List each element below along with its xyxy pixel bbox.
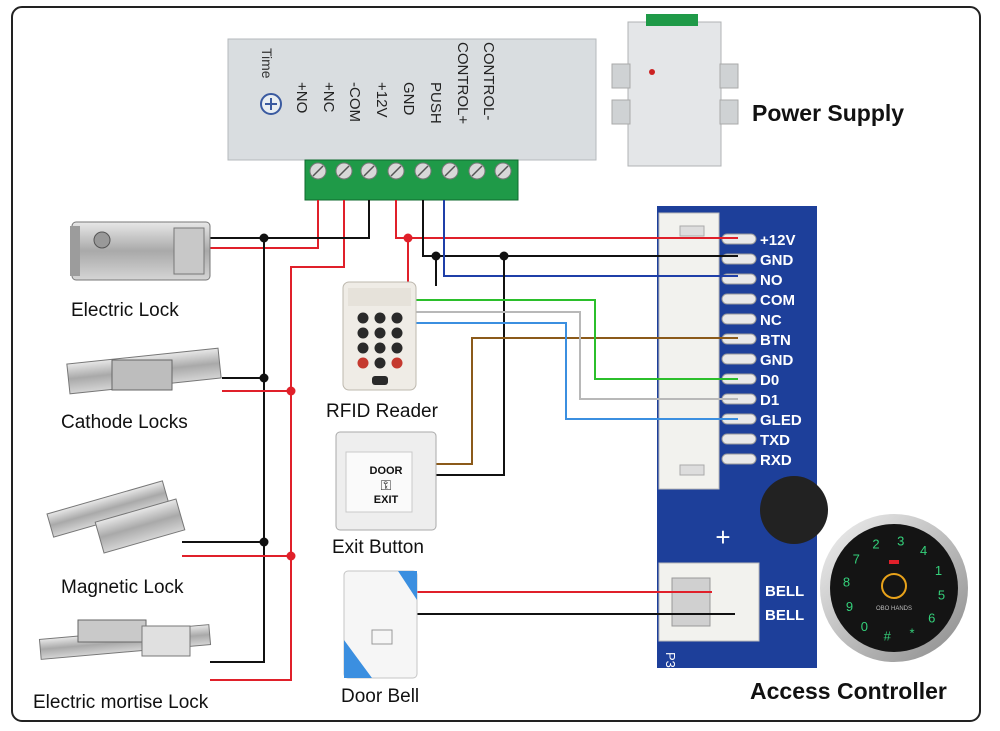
label-mortise-lock: Electric mortise Lock — [33, 692, 209, 713]
bell-pin-label-1: BELL — [765, 583, 804, 600]
wire-no-red — [210, 200, 319, 249]
label-electric-lock: Electric Lock — [71, 300, 179, 321]
label-door-bell: Door Bell — [341, 686, 419, 707]
magnetic-lock-image — [46, 480, 186, 554]
controller-pin-label: NC — [760, 312, 782, 329]
wire-com-black — [180, 200, 370, 239]
wire-push-blue — [443, 200, 738, 277]
rfid-key-icon — [391, 342, 403, 354]
pin-connector — [658, 212, 720, 490]
rfid-key-icon — [374, 312, 386, 324]
rfid-key-icon — [391, 312, 403, 324]
terminal-label: PUSH — [427, 82, 444, 124]
wire-exit-gnd — [436, 256, 505, 476]
key-icon: ⚿ — [381, 478, 392, 494]
wire-exit-brown — [436, 337, 738, 465]
controller-pin — [721, 293, 757, 305]
keypad-key: * — [909, 626, 914, 641]
keypad-key: 3 — [897, 534, 904, 549]
controller-pin-label: GND — [760, 352, 794, 369]
keypad-brand: OBO HANDS — [876, 606, 912, 612]
wire-d1-gray — [416, 311, 738, 400]
controller-pin — [721, 313, 757, 325]
keypad-key: 2 — [872, 537, 879, 552]
keypad-key: 1 — [935, 563, 942, 578]
wire-gnd-black — [422, 200, 738, 257]
keypad-key: 0 — [861, 619, 868, 634]
power-supply-photo — [611, 14, 739, 167]
bell-pin-label-2: BELL — [765, 607, 804, 624]
controller-pin — [721, 433, 757, 445]
rfid-bell-key-icon — [372, 376, 388, 385]
keypad-key: # — [884, 629, 892, 644]
rfid-key-icon — [374, 342, 386, 354]
keypad-key: 8 — [843, 574, 850, 589]
controller-pin-label: GND — [760, 252, 794, 269]
label-magnetic-lock: Magnetic Lock — [61, 577, 184, 598]
rfid-key-icon — [357, 342, 369, 354]
power-supply-side-text: Time — [259, 48, 275, 79]
terminal-label: CONTROL- — [480, 42, 497, 120]
controller-pin — [721, 353, 757, 365]
mortise-lock-image — [38, 619, 212, 660]
wire-junctions — [259, 233, 509, 561]
terminal-label: +NC — [320, 82, 337, 113]
controller-pin-label: NO — [760, 272, 783, 289]
wire-nc-red — [210, 200, 345, 681]
access-keypad: OBO HANDS — [820, 514, 968, 662]
rfid-key-icon — [374, 327, 386, 339]
controller-pin-label: D1 — [760, 392, 779, 409]
terminal-label: -COM — [346, 82, 363, 122]
wire-d0-green — [416, 299, 738, 380]
label-cathode-locks: Cathode Locks — [61, 412, 188, 433]
keypad-key: 6 — [928, 611, 935, 626]
electric-lock-image — [70, 221, 211, 281]
rfid-key-icon — [357, 312, 369, 324]
rfid-key-icon — [391, 357, 403, 369]
connector-label: P3 — [663, 652, 678, 668]
rfid-key-icon — [391, 327, 403, 339]
rfid-key-icon — [374, 357, 386, 369]
controller-pin-label: COM — [760, 292, 795, 309]
keypad-key: 5 — [938, 588, 945, 603]
controller-pin-label: BTN — [760, 332, 791, 349]
buzzer-icon — [760, 476, 828, 544]
wire-gled-blue — [416, 322, 738, 420]
rfid-key-icon — [357, 357, 369, 369]
bell-button-icon — [881, 573, 907, 599]
controller-pin — [721, 453, 757, 465]
label-rfid-reader: RFID Reader — [326, 401, 439, 422]
rfid-key-icon — [357, 327, 369, 339]
controller-pin-label: GLED — [760, 412, 802, 429]
terminal-label: +12V — [373, 82, 390, 117]
controller-pin-label: TXD — [760, 432, 790, 449]
keypad-key: 4 — [920, 543, 927, 558]
controller-pin-label: D0 — [760, 372, 779, 389]
terminal-label: +NO — [293, 82, 310, 113]
label-exit-button: Exit Button — [332, 537, 424, 558]
plus-mark: + — [715, 522, 730, 552]
title-access-controller: Access Controller — [750, 678, 947, 704]
title-power-supply: Power Supply — [752, 100, 904, 126]
exit-text-bottom: EXIT — [374, 494, 399, 506]
keypad-key: 7 — [853, 551, 860, 566]
controller-pin-label: +12V — [760, 232, 795, 249]
cathode-lock-image — [66, 347, 222, 395]
terminal-label: CONTROL+ — [454, 42, 471, 124]
controller-pin-label: RXD — [760, 452, 792, 469]
speaker-grill-icon — [371, 629, 393, 645]
exit-text-top: DOOR — [370, 465, 403, 477]
keypad-key: 9 — [846, 599, 853, 614]
wires — [180, 200, 738, 681]
wire-12v-red — [395, 200, 738, 239]
terminal-block — [304, 159, 519, 201]
exit-button-image — [335, 431, 437, 531]
door-bell-image — [343, 570, 418, 679]
terminal-label: GND — [400, 82, 417, 116]
